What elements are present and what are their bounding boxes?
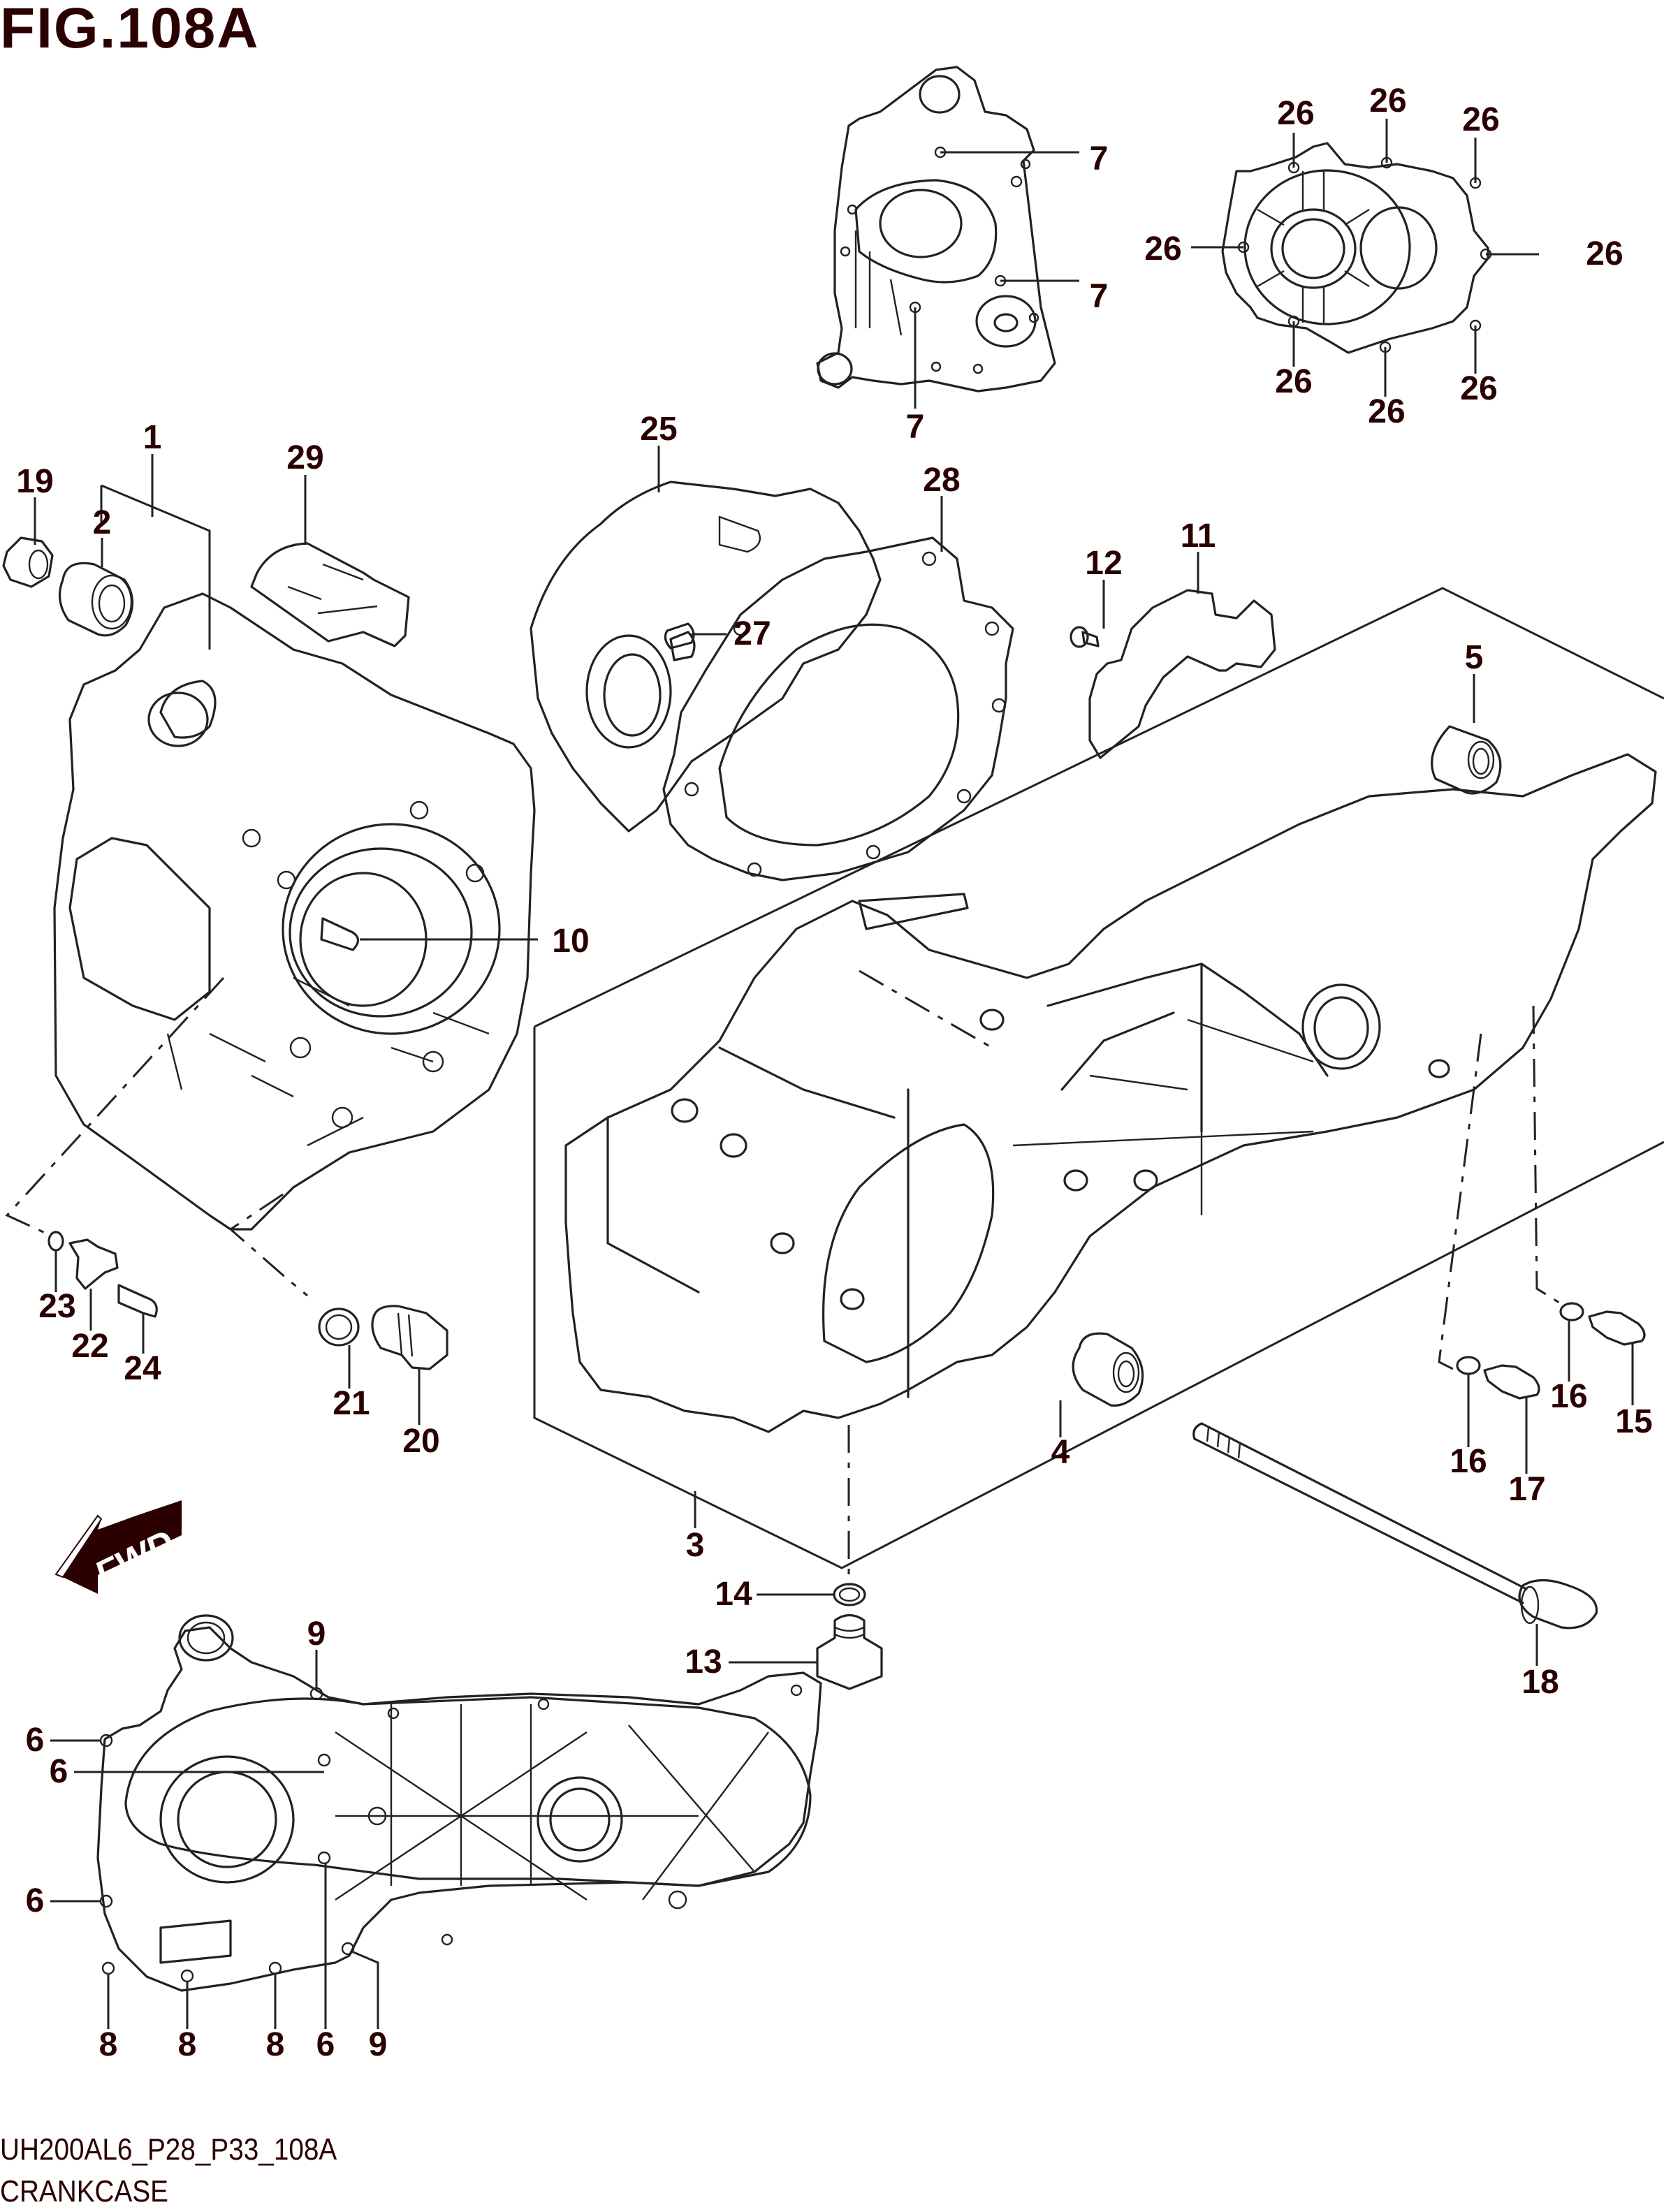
callout-29[interactable]: 29 — [286, 439, 324, 476]
callout-7[interactable]: 7 — [1089, 140, 1109, 177]
callout-27[interactable]: 27 — [734, 615, 771, 652]
callout-26[interactable]: 26 — [1275, 363, 1313, 400]
gasket-28-part — [662, 536, 1014, 881]
callout-16[interactable]: 16 — [1450, 1443, 1487, 1480]
callout-21[interactable]: 21 — [333, 1385, 370, 1422]
leader-lines — [34, 119, 1634, 2029]
callout-13[interactable]: 13 — [685, 1643, 722, 1680]
plug-17-part — [1483, 1364, 1540, 1400]
callout-3[interactable]: 3 — [685, 1527, 705, 1564]
callout-2[interactable]: 2 — [92, 504, 112, 541]
stud-bolt-18-part — [1192, 1422, 1598, 1629]
callout-8[interactable]: 8 — [98, 2026, 118, 2063]
callout-22[interactable]: 22 — [71, 1328, 109, 1365]
bearing-4-part — [1072, 1332, 1144, 1407]
cover-29-part — [250, 542, 410, 647]
diagram-code: UH200AL6_P28_P33_108A — [0, 2132, 337, 2167]
callout-8[interactable]: 8 — [265, 2026, 285, 2063]
upper-right-cover-part — [1221, 142, 1492, 354]
forward-arrow-icon: FWD — [54, 1500, 182, 1597]
gasket-21-part — [318, 1308, 360, 1347]
callout-9[interactable]: 9 — [307, 1616, 326, 1653]
sensor-22-part — [68, 1238, 119, 1290]
gasket-16a-part — [1559, 1302, 1584, 1321]
dowel-pin-27-part — [664, 622, 695, 650]
nut-19-part — [2, 536, 54, 588]
plate-11-part — [1088, 589, 1276, 759]
callout-19[interactable]: 19 — [16, 463, 54, 500]
figure-title: FIG.108A — [0, 0, 260, 60]
callout-26[interactable]: 26 — [1586, 235, 1623, 272]
plug-13-part — [816, 1613, 883, 1690]
assembly-lines — [5, 976, 1566, 1585]
callout-28[interactable]: 28 — [923, 462, 961, 499]
transmission-cover-part — [96, 1614, 822, 1992]
callout-12[interactable]: 12 — [1085, 545, 1123, 582]
callout-25[interactable]: 25 — [640, 411, 678, 448]
bearing-2-part — [58, 562, 134, 637]
callout-18[interactable]: 18 — [1521, 1664, 1559, 1701]
diagram-name: CRANKCASE — [0, 2174, 168, 2209]
callout-15[interactable]: 15 — [1615, 1403, 1653, 1440]
callout-26[interactable]: 26 — [1144, 230, 1182, 268]
callout-16[interactable]: 16 — [1550, 1378, 1588, 1415]
left-crankcase-half-part — [53, 592, 536, 1231]
callout-11[interactable]: 11 — [1180, 518, 1216, 555]
callout-26[interactable]: 26 — [1368, 393, 1406, 430]
callout-14[interactable]: 14 — [715, 1576, 752, 1613]
right-crankcase-half-part — [533, 587, 1664, 1569]
callout-6[interactable]: 6 — [49, 1753, 68, 1790]
callout-26[interactable]: 26 — [1462, 101, 1500, 138]
callout-1[interactable]: 1 — [143, 419, 162, 456]
gasket-14-part — [833, 1583, 866, 1606]
callout-9[interactable]: 9 — [368, 2026, 388, 2063]
plug-15-part — [1588, 1310, 1646, 1346]
callout-6[interactable]: 6 — [25, 1722, 45, 1759]
callout-10[interactable]: 10 — [552, 923, 590, 960]
callout-26[interactable]: 26 — [1277, 95, 1315, 132]
callout-8[interactable]: 8 — [177, 2026, 197, 2063]
callout-23[interactable]: 23 — [38, 1288, 76, 1325]
callout-20[interactable]: 20 — [402, 1423, 440, 1460]
crankcase-cover-25-part — [530, 481, 882, 833]
callout-26[interactable]: 26 — [1369, 82, 1407, 119]
bearing-5-part — [1431, 725, 1502, 795]
screw-24-part — [117, 1284, 158, 1318]
o-ring-23-part — [48, 1231, 64, 1252]
callout-5[interactable]: 5 — [1464, 639, 1484, 676]
callout-7[interactable]: 7 — [1089, 278, 1109, 315]
callout-7[interactable]: 7 — [905, 409, 925, 446]
gasket-16b-part — [1456, 1356, 1481, 1375]
callout-17[interactable]: 17 — [1508, 1471, 1546, 1508]
screw-12-part — [1070, 626, 1100, 648]
callout-4[interactable]: 4 — [1051, 1434, 1070, 1471]
upper-cover-part — [816, 66, 1056, 393]
callout-24[interactable]: 24 — [124, 1350, 161, 1387]
callout-6[interactable]: 6 — [25, 1882, 45, 1919]
callout-26[interactable]: 26 — [1460, 370, 1498, 407]
plug-20-part — [371, 1305, 448, 1370]
callout-6[interactable]: 6 — [316, 2026, 335, 2063]
